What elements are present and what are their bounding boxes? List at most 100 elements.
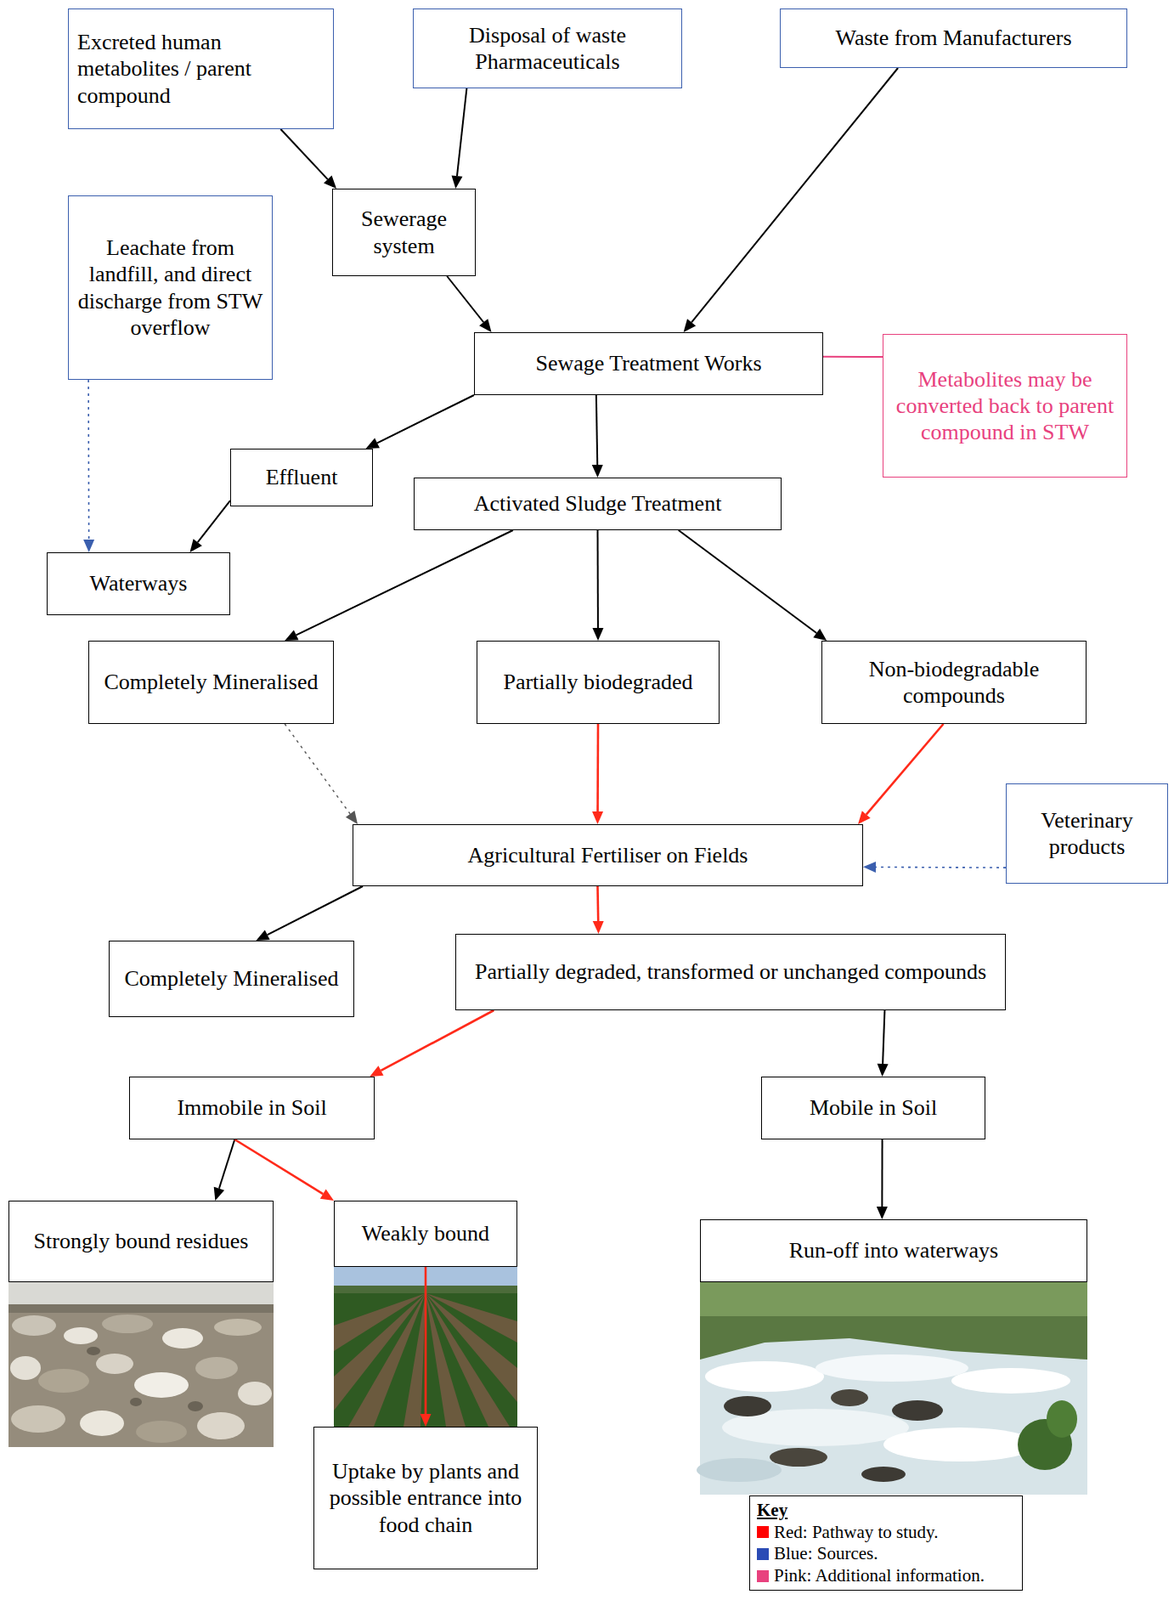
process-box: Partially degraded, transformed or uncha… (455, 933, 1006, 1011)
box-label: Strongly bound residues (33, 1227, 249, 1254)
legend-row: Red: Pathway to study. (756, 1521, 1016, 1544)
river-photo-part (699, 1281, 1088, 1316)
crop-field-photo-part (425, 1292, 518, 1343)
river-photo-part (1046, 1399, 1078, 1438)
rubble-photo-part (162, 1327, 204, 1349)
box-label: Waterways (90, 570, 188, 597)
rubble-photo-part (101, 1314, 153, 1333)
rubble-photo-part (11, 1315, 57, 1336)
box-label: Excreted human metabolites / parent comp… (77, 28, 325, 109)
box-label: Leachate from landfill, and direct disch… (77, 234, 264, 341)
process-box: Effluent (230, 448, 373, 507)
crop-field-photo-part (333, 1266, 518, 1427)
source-box: Disposal of waste Pharmaceuticals (412, 8, 683, 89)
arrowhead (214, 1186, 225, 1201)
box-label: Waste from Manufacturers (835, 24, 1072, 51)
process-box: Immobile in Soil (129, 1076, 375, 1140)
arrowhead (320, 1189, 334, 1201)
connector (234, 1139, 323, 1194)
arrowhead (592, 920, 604, 934)
box-label: Veterinary products (1015, 807, 1159, 860)
box-label: Completely Mineralised (103, 668, 318, 695)
source-box: Excreted human metabolites / parent comp… (67, 8, 334, 130)
connector (597, 530, 599, 628)
rubble-photo (8, 1281, 274, 1447)
box-label: Mobile in Soil (809, 1094, 937, 1121)
process-box: Non-biodegradable compounds (821, 640, 1087, 724)
box-label: Uptake by plants and possible entrance i… (322, 1457, 529, 1538)
legend-text: Red: Pathway to study. (773, 1521, 938, 1544)
legend-swatch (756, 1569, 769, 1582)
arrowhead (592, 627, 604, 641)
connector (866, 723, 944, 815)
rubble-photo-part (8, 1281, 274, 1447)
box-label: Sewerage system (341, 205, 467, 259)
box-label: Run-off into waterways (789, 1236, 999, 1264)
box-label: Sewage Treatment Works (535, 349, 762, 377)
process-box: Run-off into waterways (699, 1219, 1088, 1282)
connector (882, 1010, 885, 1064)
connector (596, 886, 599, 921)
arrowhead (592, 811, 604, 825)
rubble-photo-part (63, 1326, 98, 1344)
process-box: Partially biodegraded (476, 640, 720, 724)
process-box: Completely Mineralised (88, 640, 334, 724)
rubble-photo-part (129, 1397, 142, 1406)
river-photo-part (883, 1427, 1037, 1462)
process-box: Strongly bound residues (8, 1200, 274, 1282)
connector (823, 355, 883, 358)
connector (596, 395, 598, 465)
arrowhead (877, 1063, 889, 1077)
legend-box: KeyRed: Pathway to study.Blue: Sources.P… (749, 1495, 1023, 1591)
rubble-photo-part (197, 1411, 245, 1440)
process-box: Weakly bound (333, 1200, 518, 1267)
source-box: Leachate from landfill, and direct disch… (67, 195, 273, 380)
rubble-photo-part (135, 1420, 187, 1443)
legend-swatch (756, 1547, 769, 1560)
process-box: Mobile in Soil (761, 1076, 986, 1140)
legend-text: Pink: Additional information. (773, 1564, 985, 1587)
river-photo-part (705, 1360, 825, 1392)
box-label: Activated Sludge Treatment (474, 490, 723, 517)
connector (284, 723, 350, 814)
connector (296, 530, 514, 635)
river-photo-part (861, 1466, 906, 1482)
legend-heading: Key (756, 1499, 1016, 1522)
box-label: Metabolites may be converted back to par… (891, 366, 1118, 446)
river-photo-part (723, 1395, 772, 1417)
arrowhead (345, 810, 358, 825)
connector (880, 1139, 883, 1207)
crop-field-photo-part (403, 1292, 426, 1427)
process-box: Uptake by plants and possible entrance i… (313, 1426, 538, 1570)
box-label: Completely Mineralised (124, 965, 339, 992)
arrowhead (83, 539, 95, 553)
box-label: Partially biodegraded (502, 668, 693, 695)
connector (267, 886, 363, 935)
rubble-photo-part (8, 1281, 274, 1306)
connector (380, 1010, 494, 1071)
box-label: Disposal of waste Pharmaceuticals (422, 22, 673, 75)
box-label: Immobile in Soil (176, 1094, 327, 1121)
connector (446, 276, 484, 322)
legend-text: Blue: Sources. (773, 1542, 878, 1565)
connector (219, 1139, 235, 1189)
legend-swatch (756, 1525, 769, 1538)
river-photo-part (696, 1457, 782, 1482)
rubble-photo-part (214, 1318, 262, 1336)
connector (691, 67, 898, 322)
arrowhead (479, 318, 492, 333)
crop-field-photo-part (425, 1292, 518, 1402)
rubble-photo-part (86, 1346, 101, 1355)
connector (377, 395, 475, 443)
arrowhead (863, 861, 876, 873)
connector (197, 500, 231, 542)
rubble-photo-part (38, 1368, 90, 1393)
process-box: Agricultural Fertiliser on Fields (352, 824, 864, 887)
arrowhead (592, 464, 604, 478)
rubble-photo-part (10, 1355, 41, 1380)
arrowhead (683, 318, 697, 333)
process-box: Completely Mineralised (108, 940, 355, 1017)
connector (875, 866, 1006, 869)
box-label: Effluent (265, 463, 339, 491)
